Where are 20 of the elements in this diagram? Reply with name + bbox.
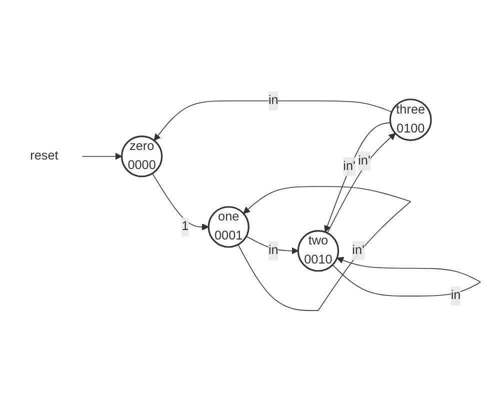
arrow (154, 100, 392, 140)
node-text: reset (30, 148, 58, 162)
edge-label: in (450, 288, 461, 302)
arrow (82, 152, 122, 160)
arrow (246, 235, 298, 254)
node-circle: three 0100 (389, 98, 432, 140)
arrow (324, 122, 391, 232)
edge-label: in (268, 93, 278, 107)
arrow (152, 172, 209, 230)
edge-label: in' (358, 153, 370, 167)
node-circle: two 0010 (297, 229, 340, 272)
arrow (332, 256, 481, 296)
node-circle: zero 0000 (120, 135, 163, 177)
edge-label: in (268, 243, 278, 257)
edge-label: 1 (182, 219, 189, 233)
arrow (238, 186, 411, 310)
edge-label: in' (352, 243, 364, 256)
arrow (326, 132, 396, 233)
node-circle: one 0001 (208, 206, 250, 248)
edge-label: in' (343, 159, 356, 173)
